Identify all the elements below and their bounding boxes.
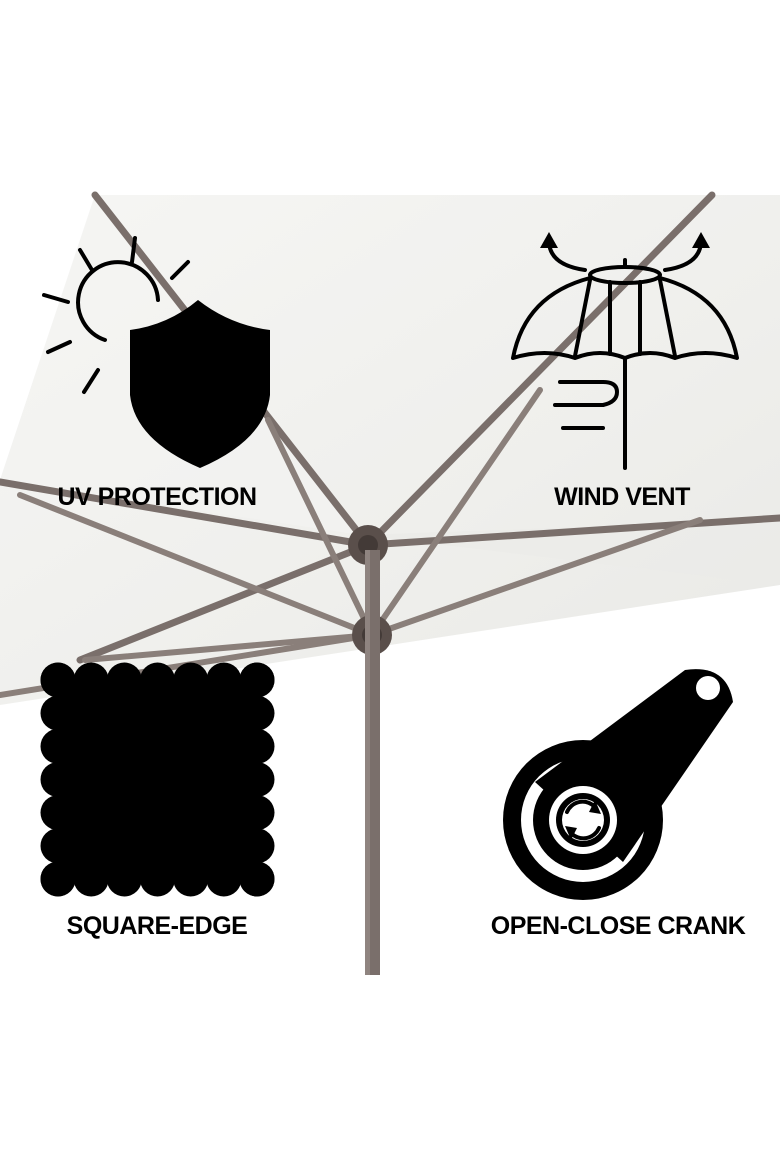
uv-protection-label: UV PROTECTION	[57, 483, 257, 511]
crank-icon	[503, 669, 733, 900]
sun-shield-icon	[42, 236, 270, 468]
square-edge-label: SQUARE-EDGE	[66, 912, 248, 940]
open-close-crank-label: OPEN-CLOSE CRANK	[490, 912, 746, 940]
wind-vent-label: WIND VENT	[554, 483, 690, 511]
umbrella-vent-icon	[511, 232, 739, 470]
scalloped-square-icon	[40, 662, 275, 897]
